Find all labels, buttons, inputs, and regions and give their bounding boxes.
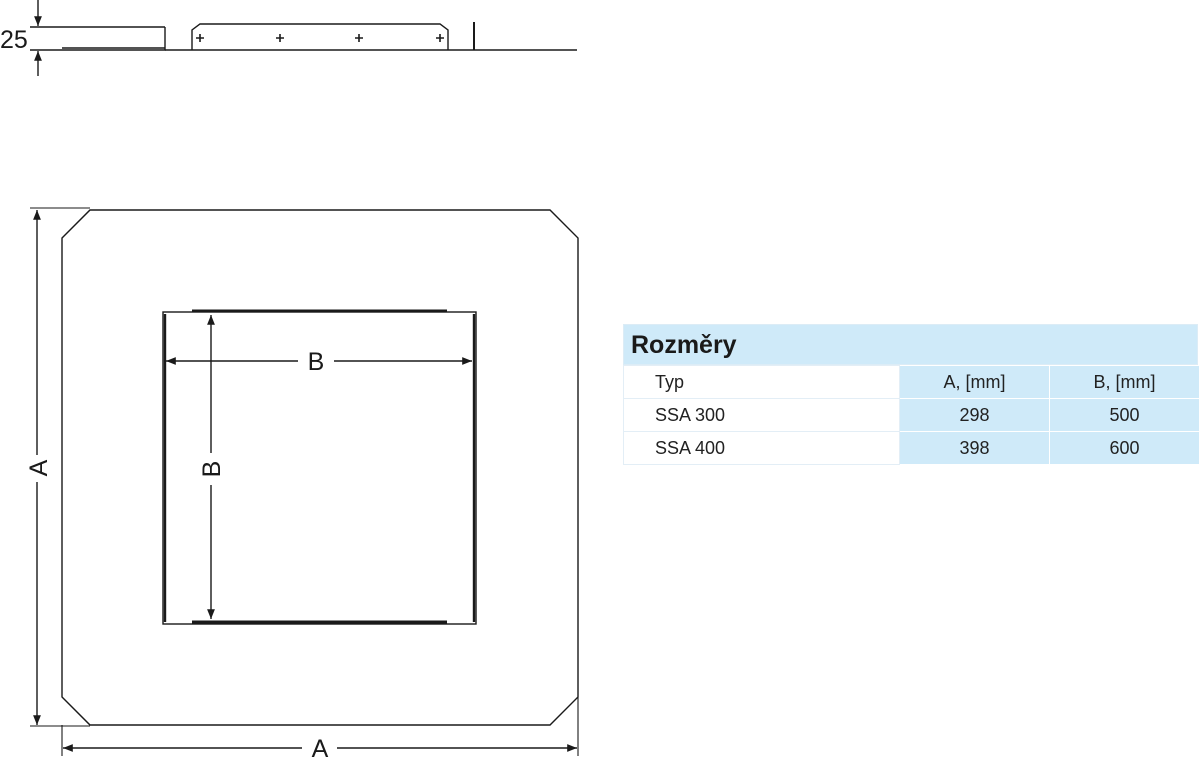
outer-dim-label-vertical: A <box>25 459 53 476</box>
side-view <box>30 0 577 76</box>
top-view <box>30 207 579 756</box>
left-flange <box>62 27 166 51</box>
screw-marks <box>196 34 444 42</box>
cell-a: 298 <box>899 398 1050 432</box>
cell-typ: SSA 400 <box>623 431 900 465</box>
inner-dim-label-vertical: B <box>198 461 226 478</box>
table-header-row: Typ A, [mm] B, [mm] <box>623 365 1200 399</box>
outer-plate <box>61 209 579 726</box>
cell-typ: SSA 300 <box>623 398 900 432</box>
table-row: SSA 400 398 600 <box>623 431 1200 465</box>
cell-b: 500 <box>1049 398 1200 432</box>
header-a: A, [mm] <box>899 365 1050 399</box>
cell-b: 600 <box>1049 431 1200 465</box>
header-b: B, [mm] <box>1049 365 1200 399</box>
inner-dim-label-horizontal: B <box>308 348 325 376</box>
center-bracket <box>191 23 449 50</box>
outer-dim-label-horizontal: A <box>312 735 329 761</box>
table-title: Rozměry <box>623 324 1198 365</box>
cell-a: 398 <box>899 431 1050 465</box>
header-typ: Typ <box>623 365 900 399</box>
dimensions-grid: Typ A, [mm] B, [mm] SSA 300 298 500 SSA … <box>623 365 1200 465</box>
dimensions-table: Rozměry Typ A, [mm] B, [mm] SSA 300 298 … <box>623 324 1200 465</box>
table-row: SSA 300 298 500 <box>623 398 1200 432</box>
side-height-label: 25 <box>0 26 28 54</box>
